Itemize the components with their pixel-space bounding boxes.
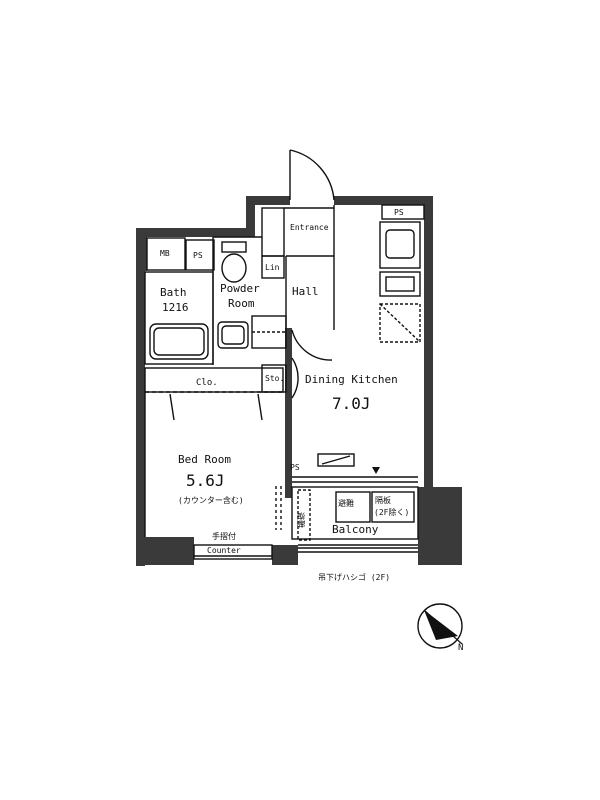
label-lin: Lin [265,263,280,272]
label-entrance: Entrance [290,223,329,232]
label-sto: Sto. [265,374,284,383]
label-counter-jp: 手摺付 [212,531,236,541]
label-ps-small: PS [290,463,300,472]
label-powder-room-1: Powder [220,282,260,295]
label-powder-room-2: Room [228,297,255,310]
label-ps-top: PS [193,251,203,260]
partitions [144,149,425,560]
window-marker [372,467,380,474]
label-counter: Counter [207,546,241,555]
label-bed-note: (カウンター含む) [178,495,244,505]
label-bed-room: Bed Room [178,453,231,466]
room-labels: MB PS PS Entrance Lin Bath 1216 Powder R… [160,208,409,582]
label-fire-hatch: 避難 [296,512,306,528]
walls [136,196,462,566]
north-compass: N [417,603,463,653]
label-dk-size: 7.0J [332,394,371,413]
label-ladder-note: 吊下げハシゴ (2F) [318,572,390,582]
label-bed-size: 5.6J [186,471,225,490]
label-clo: Clo. [196,378,218,388]
label-hall: Hall [292,285,319,298]
label-balcony: Balcony [332,523,379,536]
compass-n-label: N [458,643,463,653]
label-ladder-box-2: (2F除く) [374,507,409,517]
label-bath: Bath [160,286,187,299]
label-ps-kitchen: PS [394,208,404,217]
label-mb: MB [160,249,170,258]
label-bath-size: 1216 [162,301,189,314]
label-dining-kitchen: Dining Kitchen [305,373,398,386]
label-emergency: 避難 [338,498,354,508]
label-ladder-box-1: 隔板 [375,495,391,505]
